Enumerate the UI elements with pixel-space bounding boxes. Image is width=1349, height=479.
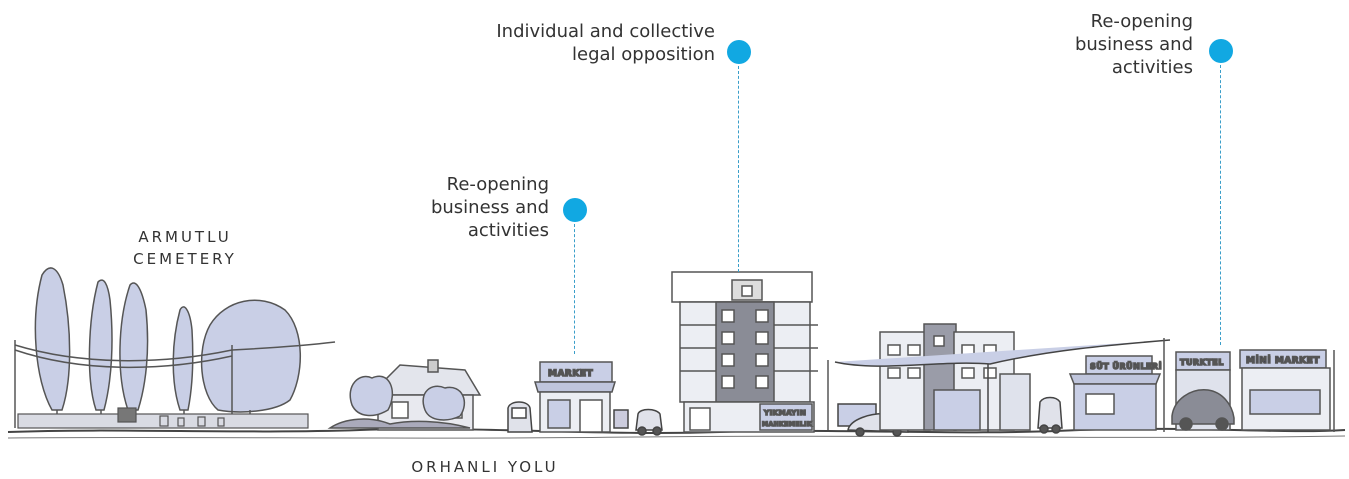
callout-line: business and bbox=[430, 197, 549, 218]
callout-marker-reopening-2 bbox=[1209, 39, 1233, 63]
callout-line: Individual and collective bbox=[496, 21, 715, 42]
yikmayin-sign: YIKMAYIN bbox=[763, 409, 806, 417]
callout-marker-reopening-1 bbox=[563, 198, 587, 222]
road-label: ORHANLI YOLU bbox=[411, 458, 559, 476]
callout-line: legal opposition bbox=[572, 44, 715, 65]
dairy-shop-sketch: SÜT ÜRÜNLERİ bbox=[1068, 338, 1165, 432]
apartment-building-sketch: YIKMAYIN MAHKEMELIK bbox=[671, 271, 818, 433]
callout-line: Re-opening bbox=[1090, 11, 1193, 32]
mini-market-sketch: MİNİ MARKET bbox=[1239, 349, 1335, 432]
callout-line: activities bbox=[1111, 57, 1193, 78]
mini-market-sign: MİNİ MARKET bbox=[1246, 355, 1320, 366]
callout-marker-legal-opposition bbox=[727, 40, 751, 64]
mahkemelik-sign: MAHKEMELIK bbox=[762, 421, 812, 428]
callout-leader-legal-opposition bbox=[738, 66, 739, 272]
callout-reopening-1: Re-opening business and activities bbox=[431, 173, 549, 242]
cemetery-label-line: ARMUTLU bbox=[138, 228, 232, 246]
callout-leader-reopening-2 bbox=[1220, 65, 1221, 345]
house-sketch bbox=[327, 359, 482, 431]
callout-line: activities bbox=[467, 220, 549, 241]
callout-line: Re-opening bbox=[446, 174, 549, 195]
turktel-shop-sketch: TURKTEL bbox=[1171, 351, 1235, 431]
mixed-buildings-sketch bbox=[879, 323, 1031, 431]
market-sign: MARKET bbox=[548, 369, 593, 379]
cemetery-label: ARMUTLU CEMETERY bbox=[120, 226, 250, 270]
callout-legal-opposition: Individual and collective legal oppositi… bbox=[496, 20, 715, 66]
van-sketch bbox=[507, 401, 533, 433]
cemetery-trees bbox=[34, 267, 302, 413]
callout-reopening-2: Re-opening business and activities bbox=[1075, 10, 1193, 79]
market-shop-sketch: MARKET bbox=[533, 361, 617, 433]
callout-line: business and bbox=[1074, 34, 1193, 55]
turktel-sign: TURKTEL bbox=[1180, 358, 1224, 367]
cemetery-label-line: CEMETERY bbox=[133, 250, 237, 268]
callout-leader-reopening-1 bbox=[574, 224, 575, 354]
sut-urunleri-sign: SÜT ÜRÜNLERİ bbox=[1090, 361, 1162, 371]
